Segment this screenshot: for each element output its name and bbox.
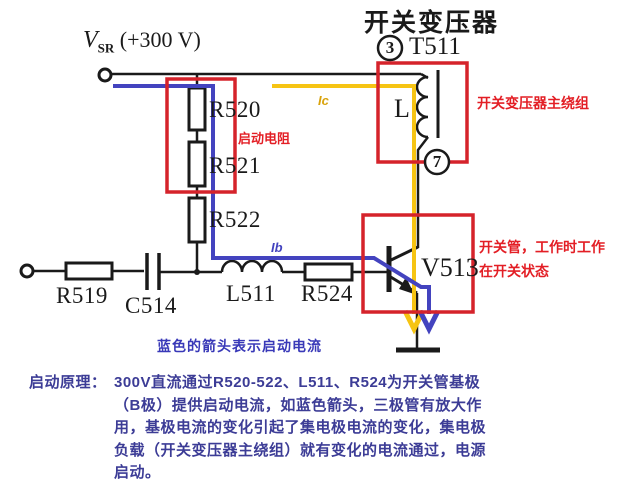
blue-arrow-note: 蓝色的箭头表示启动电流 (157, 338, 322, 354)
base-current-label: Ib (271, 240, 283, 255)
resistor-r524 (303, 262, 354, 282)
annotation-main-winding: 开关变压器主绕组 (477, 95, 589, 111)
junction-dot (194, 269, 200, 275)
resistor-r521 (187, 140, 207, 188)
supply-terminal (97, 67, 113, 83)
transformer-part-label: T511 (409, 33, 461, 60)
pin-7-circle (423, 148, 451, 176)
winding-label: L (394, 94, 410, 123)
label-r524: R524 (301, 281, 353, 306)
label-r522: R522 (209, 207, 261, 232)
vsr-symbol: V (83, 27, 98, 53)
explanation-line-3: 用，基极电流的变化引起了集电极电流的变化，集电极 (114, 419, 487, 436)
collector-current-path (272, 84, 426, 335)
pin-3-circle (376, 34, 404, 62)
startup-current-path (113, 84, 441, 335)
primary-winding (415, 75, 429, 139)
explanation-line-4: 负载（开关变压器主绕组）就有变化的电流通过，电源 (114, 441, 487, 459)
annotation-switch-state-2: 在开关状态 (479, 263, 549, 279)
startup-resistor-chain (187, 74, 207, 272)
highlight-box-startup-resistors (165, 77, 237, 194)
blue-arrowhead-icon (417, 309, 441, 335)
label-c514: C514 (125, 293, 177, 318)
input-terminal (19, 263, 35, 279)
resistor-r522 (187, 196, 207, 244)
label-r521: R521 (209, 153, 261, 178)
resistor-r520 (187, 86, 207, 132)
yellow-arrowhead-icon (402, 309, 426, 335)
label-v513: V513 (421, 253, 479, 282)
explanation-line-5: 启动。 (114, 464, 161, 481)
pin-3-number: 3 (385, 38, 395, 57)
pin-7-number: 7 (432, 152, 442, 171)
capacitor-c514 (145, 253, 161, 290)
explanation-line-2: （B极）提供启动电流，如蓝色箭头，三极管有放大作 (114, 396, 482, 414)
main-supply-wire (97, 67, 421, 83)
annotation-startup-resistor: 启动电阻 (238, 131, 291, 146)
vsr-subscript: SR (97, 40, 115, 56)
label-r520: R520 (209, 97, 261, 122)
resistor-r519 (64, 261, 114, 281)
label-r519: R519 (56, 283, 108, 308)
collector-current-label: Ic (318, 93, 329, 108)
base-input-branch (19, 253, 387, 290)
explanation-label: 启动原理： (29, 374, 107, 391)
label-l511: L511 (226, 281, 276, 306)
explanation-text: 300V直流通过R520-522、L511、R524为开关管基极 （B极）提供启… (114, 372, 486, 485)
supply-voltage-label: VSR (+300 V) (83, 27, 201, 56)
annotation-switch-state-1: 开关管，工作时工作 (479, 239, 605, 255)
explanation-line-1: 300V直流通过R520-522、L511、R524为开关管基极 (114, 374, 481, 391)
emitter-arrow (399, 277, 414, 294)
inductor-l511 (220, 259, 284, 273)
highlight-box-transistor (361, 213, 475, 314)
page-title: 开关变压器 (364, 9, 500, 37)
vsr-value: (+300 V) (119, 27, 201, 52)
highlight-box-transformer (376, 61, 469, 164)
